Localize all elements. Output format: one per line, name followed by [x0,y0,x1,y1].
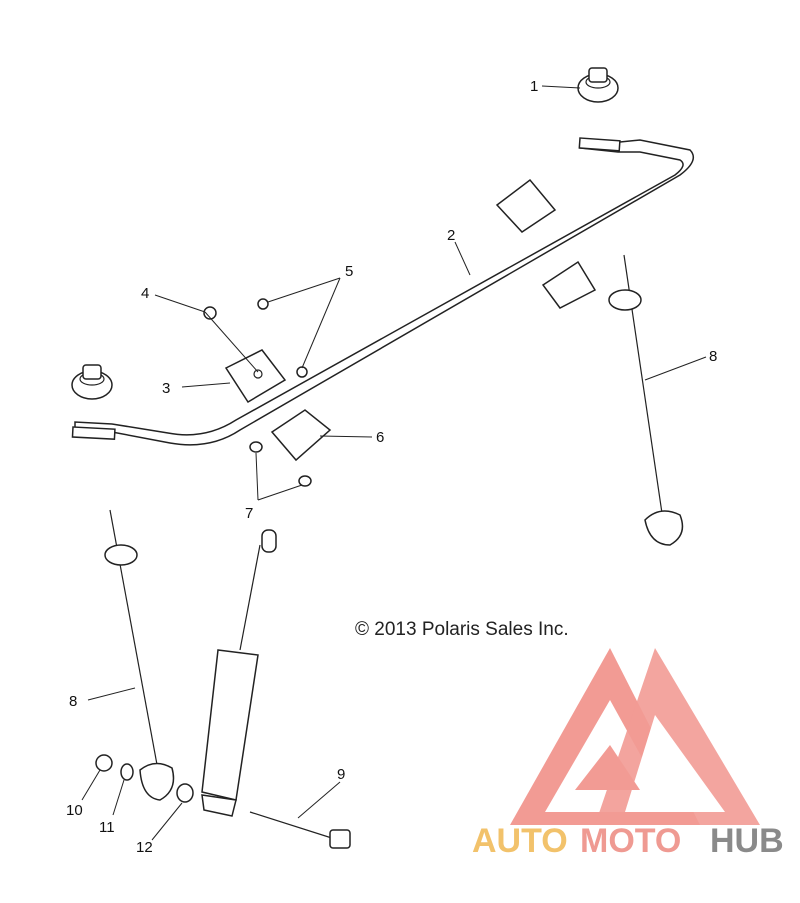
washer-11 [120,763,134,781]
watermark-logo [510,648,760,825]
callout-6: 6 [376,429,384,446]
link-rod-right [608,254,684,546]
link-rod-left [104,509,175,801]
bolt-5-upper [257,298,269,310]
callout-3: 3 [162,380,170,397]
callout-8-left: 8 [69,693,77,710]
watermark-auto: AUTO [472,822,568,860]
callout-10: 10 [66,802,83,819]
bushing-12 [176,783,194,803]
clamp-3 [224,349,287,404]
copyright-text: © 2013 Polaris Sales Inc. [355,619,569,640]
clamp-top [495,178,557,233]
callout-1: 1 [530,78,538,95]
callout-5: 5 [345,263,353,280]
shock-absorber [201,529,277,817]
bolt-5-lower [296,366,308,378]
leader-lines [81,85,707,841]
watermark-hub: HUB [710,822,784,860]
callout-11: 11 [99,819,115,836]
nut-4 [203,306,217,320]
callout-7: 7 [245,505,253,522]
bolt-9 [249,811,351,849]
bushing-top [577,67,619,103]
callout-8-right: 8 [709,348,717,365]
callout-9: 9 [337,766,345,783]
callout-4: 4 [141,285,149,302]
callout-12: 12 [136,839,153,856]
washer-7-b [298,475,312,487]
washer-7-a [249,441,263,453]
bushing-left [71,364,113,400]
watermark-moto: MOTO [580,822,681,860]
callout-2: 2 [447,227,455,244]
nut-10 [95,754,113,772]
clamp-right [541,260,597,309]
clamp-6 [270,409,332,462]
stabilizer-bar [71,137,695,446]
